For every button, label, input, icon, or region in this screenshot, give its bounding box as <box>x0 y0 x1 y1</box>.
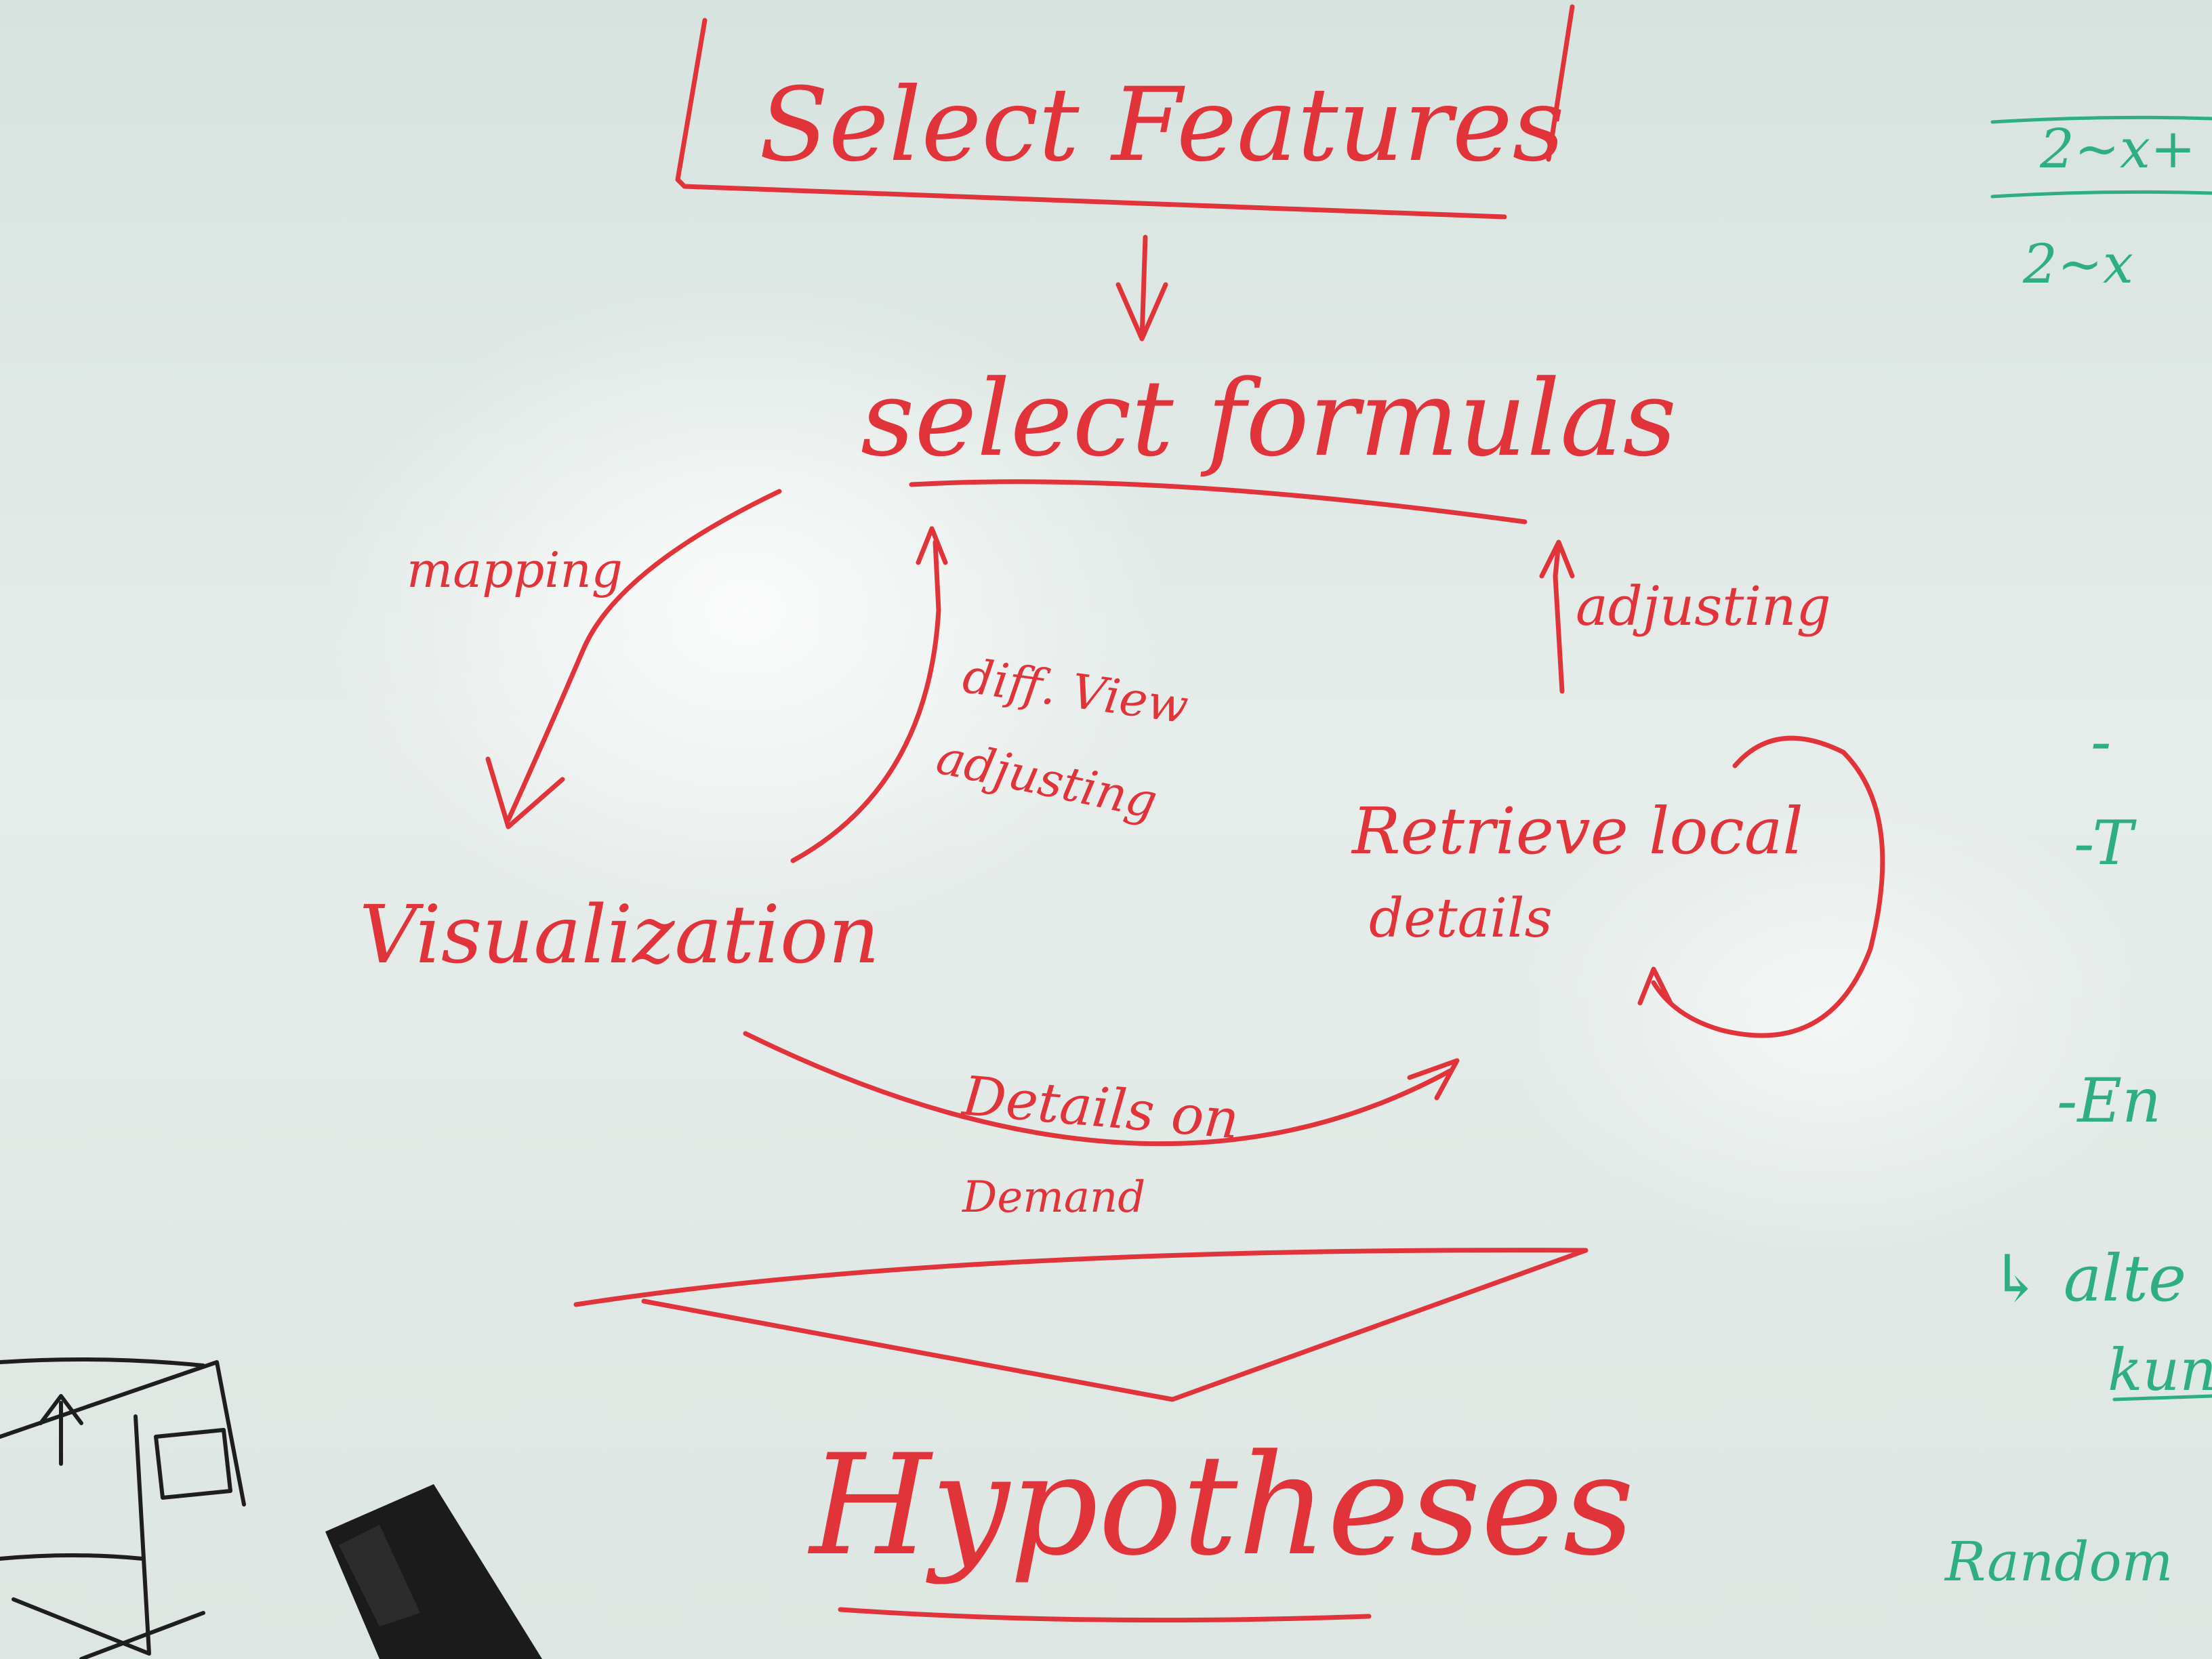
edge-label-demand: Demand <box>962 1172 1146 1223</box>
node-visualization: Visualization <box>359 888 880 981</box>
node-select-formulas: select formulas <box>861 357 1677 480</box>
green-note-3: - <box>2091 706 2112 777</box>
green-underline-kun <box>2112 1394 2212 1401</box>
green-note-8: Random <box>1945 1530 2173 1593</box>
node-select-features: Select Features <box>759 66 1565 184</box>
select-features-box-right <box>1546 4 1575 162</box>
node-retrieve-local: Retrieve local <box>1352 794 1803 869</box>
arrow-mapping <box>485 489 782 830</box>
arrow-diff-view <box>790 526 948 863</box>
node-retrieve-details: details <box>1369 886 1553 949</box>
edge-label-mapping: mapping <box>407 541 623 598</box>
green-note-6: ↳ alte <box>1989 1242 2187 1316</box>
green-note-4: -T <box>2074 808 2133 879</box>
green-line-2 <box>1990 190 2212 199</box>
formulas-underline <box>909 479 1528 525</box>
green-note-7: kun <box>2108 1337 2212 1404</box>
hypotheses-underline <box>838 1607 1372 1623</box>
green-note-2: 2~x <box>2023 232 2134 295</box>
arrow-adjusting <box>1539 539 1575 694</box>
edge-label-adjusting: adjusting <box>1576 575 1831 638</box>
green-line-1 <box>1990 115 2212 124</box>
arrow-details-on-demand <box>743 1031 1460 1147</box>
arrow-features-to-formulas <box>1115 234 1168 342</box>
node-hypotheses: Hypotheses <box>810 1425 1635 1586</box>
green-note-1: 2~x+ <box>2040 117 2196 180</box>
marker <box>325 1484 542 1659</box>
black-sketch <box>0 1357 246 1659</box>
hypotheses-funnel <box>573 1248 1589 1402</box>
self-loop-retrieve <box>1637 735 1885 1038</box>
green-note-5: -En <box>2057 1065 2162 1136</box>
select-features-box <box>675 18 1507 220</box>
